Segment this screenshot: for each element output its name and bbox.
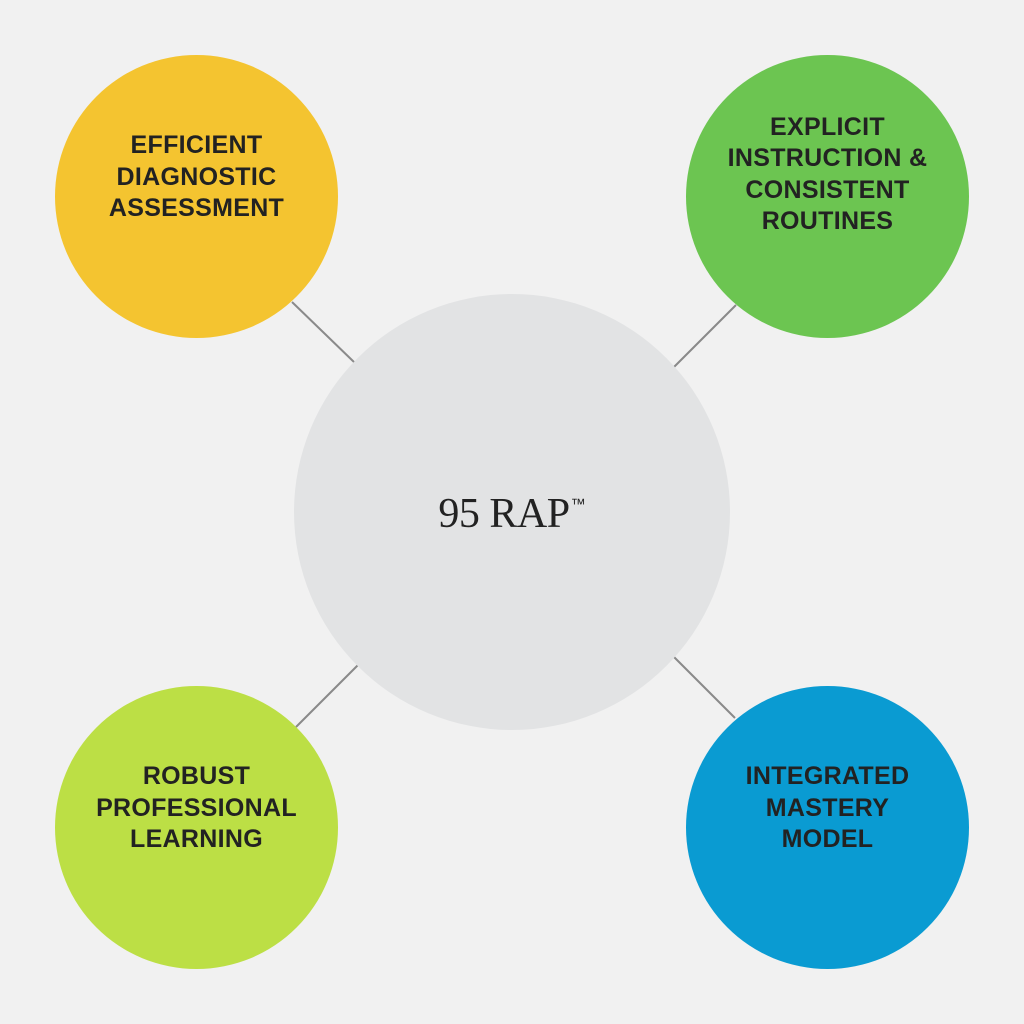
node-label: INTEGRATED MASTERY MODEL <box>745 762 910 854</box>
connector-bottom-right <box>673 656 736 719</box>
connector-top-left <box>291 301 356 364</box>
node-label: EXPLICIT INSTRUCTION & CONSISTENT ROUTIN… <box>727 112 928 236</box>
node-label: EFFICIENT DIAGNOSTIC ASSESSMENT <box>108 131 285 223</box>
connector-top-right <box>673 304 737 368</box>
center-title: 95 RAP™ <box>438 490 585 538</box>
center-title-text: 95 RAP <box>438 491 570 537</box>
node-label: ROBUST PROFESSIONAL LEARNING <box>96 762 297 854</box>
node-explicit-instruction-consistent-routines: EXPLICIT INSTRUCTION & CONSISTENT ROUTIN… <box>686 55 969 338</box>
trademark-symbol: ™ <box>570 496 586 513</box>
node-robust-professional-learning: ROBUST PROFESSIONAL LEARNING <box>55 686 338 969</box>
node-integrated-mastery-model: INTEGRATED MASTERY MODEL <box>686 686 969 969</box>
node-efficient-diagnostic-assessment: EFFICIENT DIAGNOSTIC ASSESSMENT <box>55 55 338 338</box>
center-node: 95 RAP™ <box>294 294 730 730</box>
connector-bottom-left <box>295 664 359 728</box>
